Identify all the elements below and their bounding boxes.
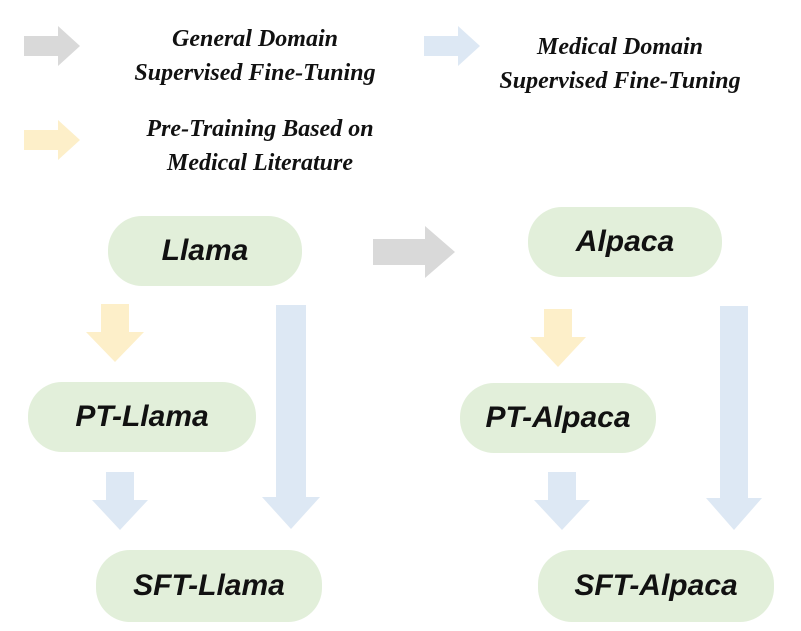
legend-medical-sft-arrow-shape — [424, 26, 480, 66]
arrow-pt-alpaca-to-sft-alpaca-icon — [534, 472, 590, 530]
arrow-alpaca-to-pt-alpaca-icon — [530, 309, 586, 367]
arrow-pt-llama-to-sft-llama-icon — [92, 472, 148, 530]
arrow-alpaca-to-sft-alpaca-shape — [706, 306, 762, 530]
node-sft-llama: SFT-Llama — [96, 550, 322, 622]
legend-general-sft-line1: General Domain — [171, 26, 338, 52]
arrow-llama-to-sft-llama-shape — [262, 305, 320, 529]
arrow-llama-to-alpaca-icon — [373, 226, 455, 278]
arrow-pt-llama-to-sft-llama-shape — [92, 472, 148, 530]
node-sft-alpaca: SFT-Alpaca — [538, 550, 774, 622]
legend-pretraining-line2: Medical Literature — [167, 150, 353, 176]
legend-pretraining-arrow-icon — [24, 120, 80, 160]
arrow-llama-to-alpaca-shape — [373, 226, 455, 278]
legend-medical-sft-label: Medical Domain Supervised Fine-Tuning — [460, 30, 780, 98]
node-alpaca: Alpaca — [528, 207, 722, 277]
legend-general-sft-arrow-shape — [24, 26, 80, 66]
legend-general-sft-arrow-icon — [24, 26, 80, 66]
arrow-llama-to-pt-llama-shape — [86, 304, 144, 362]
legend-general-sft-label: General Domain Supervised Fine-Tuning — [80, 22, 430, 90]
node-pt-llama: PT-Llama — [28, 382, 256, 452]
legend-general-sft-line2: Supervised Fine-Tuning — [134, 60, 376, 86]
legend-medical-sft-line2: Supervised Fine-Tuning — [499, 68, 741, 94]
node-llama: Llama — [108, 216, 302, 286]
legend-pretraining-arrow-shape — [24, 120, 80, 160]
arrow-llama-to-pt-llama-icon — [86, 304, 144, 362]
legend-medical-sft-arrow-icon — [424, 26, 480, 66]
node-pt-alpaca: PT-Alpaca — [460, 383, 656, 453]
arrow-alpaca-to-sft-alpaca-icon — [706, 306, 762, 530]
legend-pretraining-label: Pre-Training Based on Medical Literature — [100, 112, 420, 180]
arrow-llama-to-sft-llama-icon — [262, 305, 320, 529]
arrow-alpaca-to-pt-alpaca-shape — [530, 309, 586, 367]
legend-pretraining-line1: Pre-Training Based on — [146, 116, 374, 142]
legend-medical-sft-line1: Medical Domain — [537, 34, 703, 60]
arrow-pt-alpaca-to-sft-alpaca-shape — [534, 472, 590, 530]
